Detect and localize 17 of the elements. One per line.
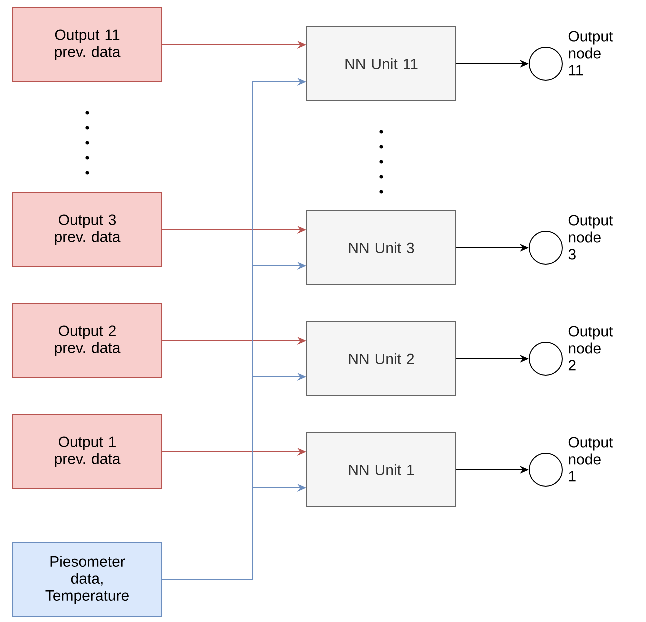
unit-box: NN Unit 2 bbox=[306, 322, 456, 396]
input-box: Output 2 prev. data bbox=[12, 304, 162, 378]
output-circle bbox=[529, 342, 563, 376]
output-circle bbox=[529, 47, 563, 81]
input-box: Piesometer data, Temperature bbox=[12, 542, 162, 618]
node-label: Output node 2 bbox=[568, 326, 614, 371]
unit-box: NN Unit 11 bbox=[306, 26, 456, 102]
input-box: Output 3 prev. data bbox=[12, 192, 162, 268]
node-label: Output node 3 bbox=[568, 215, 614, 260]
unit-box: NN Unit 3 bbox=[306, 210, 456, 286]
node-label: Output node 1 bbox=[568, 437, 614, 482]
node-label: Output node 11 bbox=[568, 31, 614, 76]
input-box: Output 11 prev. data bbox=[12, 8, 162, 82]
unit-box: NN Unit 1 bbox=[306, 432, 456, 508]
output-circle bbox=[529, 231, 563, 265]
input-box: Output 1 prev. data bbox=[12, 414, 162, 490]
output-circle bbox=[529, 453, 563, 487]
